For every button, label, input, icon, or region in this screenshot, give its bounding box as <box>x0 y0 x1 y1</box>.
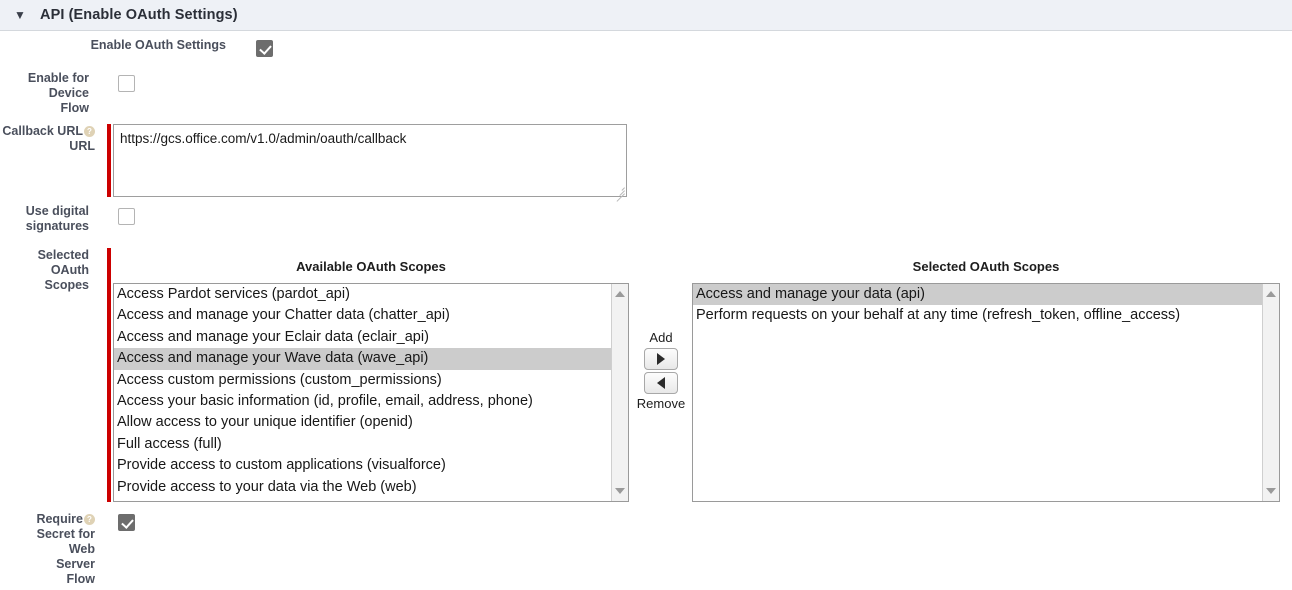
page-title: API (Enable OAuth Settings) <box>40 7 238 23</box>
available-scopes-options[interactable]: Access Pardot services (pardot_api) Acce… <box>114 284 611 501</box>
remove-button[interactable] <box>644 372 678 394</box>
use-digital-signatures-checkbox[interactable] <box>118 208 135 225</box>
add-label: Add <box>649 330 673 345</box>
list-item[interactable]: Perform requests on your behalf at any t… <box>696 307 1181 324</box>
list-item[interactable]: Access Pardot services (pardot_api) <box>117 286 350 302</box>
selected-oauth-scopes-heading: Selected OAuth Scopes <box>912 259 1060 274</box>
required-field-marker-scopes <box>107 248 111 502</box>
section-header[interactable]: ▼ API (Enable OAuth Settings) <box>0 0 1292 31</box>
list-item[interactable]: Access and manage your data (api) <box>693 284 1262 306</box>
scroll-down-icon[interactable] <box>1263 483 1279 499</box>
require-secret-web-server-flow-checkbox[interactable] <box>118 514 135 531</box>
add-button[interactable] <box>644 348 678 370</box>
callback-url-label: Callback URL? URL <box>2 124 95 153</box>
list-item[interactable]: Full access (full) <box>117 435 222 452</box>
selected-scopes-scrollbar[interactable] <box>1262 284 1279 501</box>
available-oauth-scopes-heading: Available OAuth Scopes <box>296 259 446 274</box>
arrow-left-icon <box>657 377 665 389</box>
scroll-up-icon[interactable] <box>612 286 628 302</box>
scope-transfer-controls: Add Remove <box>626 330 696 412</box>
list-item[interactable]: Allow access to your unique identifier (… <box>117 414 413 431</box>
scroll-down-icon[interactable] <box>612 483 628 499</box>
arrow-right-icon <box>657 353 665 365</box>
enable-oauth-settings-checkbox[interactable] <box>256 40 273 57</box>
list-item[interactable]: Access and manage your Eclair data (ecla… <box>117 328 429 345</box>
selected-oauth-scopes-listbox[interactable]: Access and manage your data (api) Perfor… <box>692 283 1280 502</box>
callback-url-label-text: Callback URL <box>2 124 83 138</box>
scroll-up-icon[interactable] <box>1263 286 1279 302</box>
triangle-down-icon[interactable]: ▼ <box>14 8 26 22</box>
selected-scopes-options[interactable]: Access and manage your data (api) Perfor… <box>693 284 1262 501</box>
enable-oauth-settings-label: Enable OAuth Settings <box>90 38 226 52</box>
list-item[interactable]: Provide access to custom applications (v… <box>117 457 446 474</box>
remove-label: Remove <box>636 396 686 411</box>
list-item[interactable]: Access custom permissions (custom_permis… <box>117 371 442 388</box>
help-icon[interactable]: ? <box>84 514 95 525</box>
available-oauth-scopes-listbox[interactable]: Access Pardot services (pardot_api) Acce… <box>113 283 629 502</box>
callback-url-input[interactable]: https://gcs.office.com/v1.0/admin/oauth/… <box>113 124 627 197</box>
enable-for-device-flow-checkbox[interactable] <box>118 75 135 92</box>
list-item[interactable]: Access your basic information (id, profi… <box>117 393 533 410</box>
list-item[interactable]: Provide access to your data via the Web … <box>117 478 417 495</box>
list-item[interactable]: Access and manage your Chatter data (cha… <box>117 307 450 324</box>
list-item[interactable]: Access and manage your Wave data (wave_a… <box>114 348 611 370</box>
help-icon[interactable]: ? <box>84 126 95 137</box>
required-field-marker-callback <box>107 124 111 197</box>
available-scopes-scrollbar[interactable] <box>611 284 628 501</box>
